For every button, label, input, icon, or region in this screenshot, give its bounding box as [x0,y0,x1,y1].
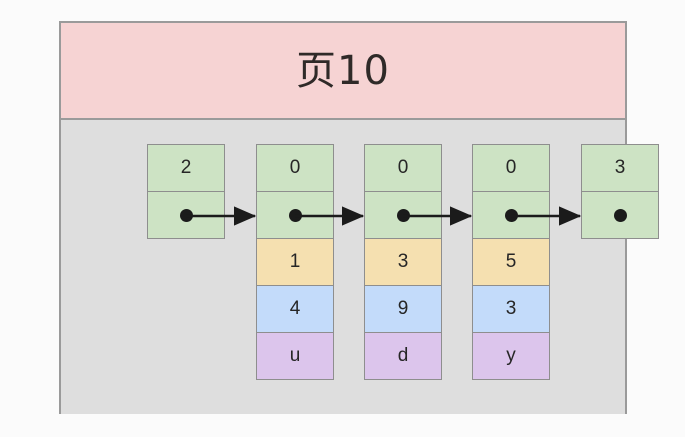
node-cell-pointer [472,191,550,239]
node-cell-value: y [506,345,516,366]
page-frame: 页10 2 0 1 4 u 0 3 9 d 0 5 3 y 3 [59,21,659,414]
node-cell-pointer [364,191,442,239]
node-cell-value: 9 [397,298,409,319]
node-cell-field-3: d [364,332,442,380]
node-cell-value: 0 [505,157,517,178]
node-cell-pointer [256,191,334,239]
pointer-dot-icon [179,208,193,222]
node-cell-field-2: 9 [364,285,442,333]
page-header: 页10 [61,23,625,120]
node-cell-value: 3 [397,251,409,272]
list-node[interactable]: 2 [147,144,225,239]
node-cell-value: 1 [289,251,301,272]
list-node[interactable]: 0 5 3 y [472,144,550,380]
node-cell-count: 2 [147,144,225,192]
pointer-dot-icon [288,208,302,222]
node-cell-value: 0 [289,157,301,178]
list-node[interactable]: 0 3 9 d [364,144,442,380]
node-cell-field-2: 4 [256,285,334,333]
node-cell-value: 4 [289,298,301,319]
node-cell-value: 0 [397,157,409,178]
node-cell-value: u [289,345,301,366]
node-cell-pointer [581,191,659,239]
node-cell-count: 0 [256,144,334,192]
node-cell-value: d [397,345,409,366]
page-body: 2 0 1 4 u 0 3 9 d 0 5 3 y 3 [61,120,659,414]
node-cell-pointer [147,191,225,239]
pointer-dot-icon [396,208,410,222]
page-title: 页10 [296,47,390,94]
node-cell-value: 3 [614,157,626,178]
node-cell-count: 0 [472,144,550,192]
node-cell-value: 3 [505,298,517,319]
node-cell-count: 0 [364,144,442,192]
node-cell-field-1: 5 [472,238,550,286]
node-cell-field-1: 1 [256,238,334,286]
list-node[interactable]: 3 [581,144,659,239]
node-cell-field-2: 3 [472,285,550,333]
node-cell-field-1: 3 [364,238,442,286]
list-node[interactable]: 0 1 4 u [256,144,334,380]
node-cell-field-3: y [472,332,550,380]
node-cell-value: 2 [180,157,192,178]
node-cell-count: 3 [581,144,659,192]
pointer-dot-icon [504,208,518,222]
node-cell-value: 5 [505,251,517,272]
node-cell-field-3: u [256,332,334,380]
pointer-dot-icon [613,208,627,222]
